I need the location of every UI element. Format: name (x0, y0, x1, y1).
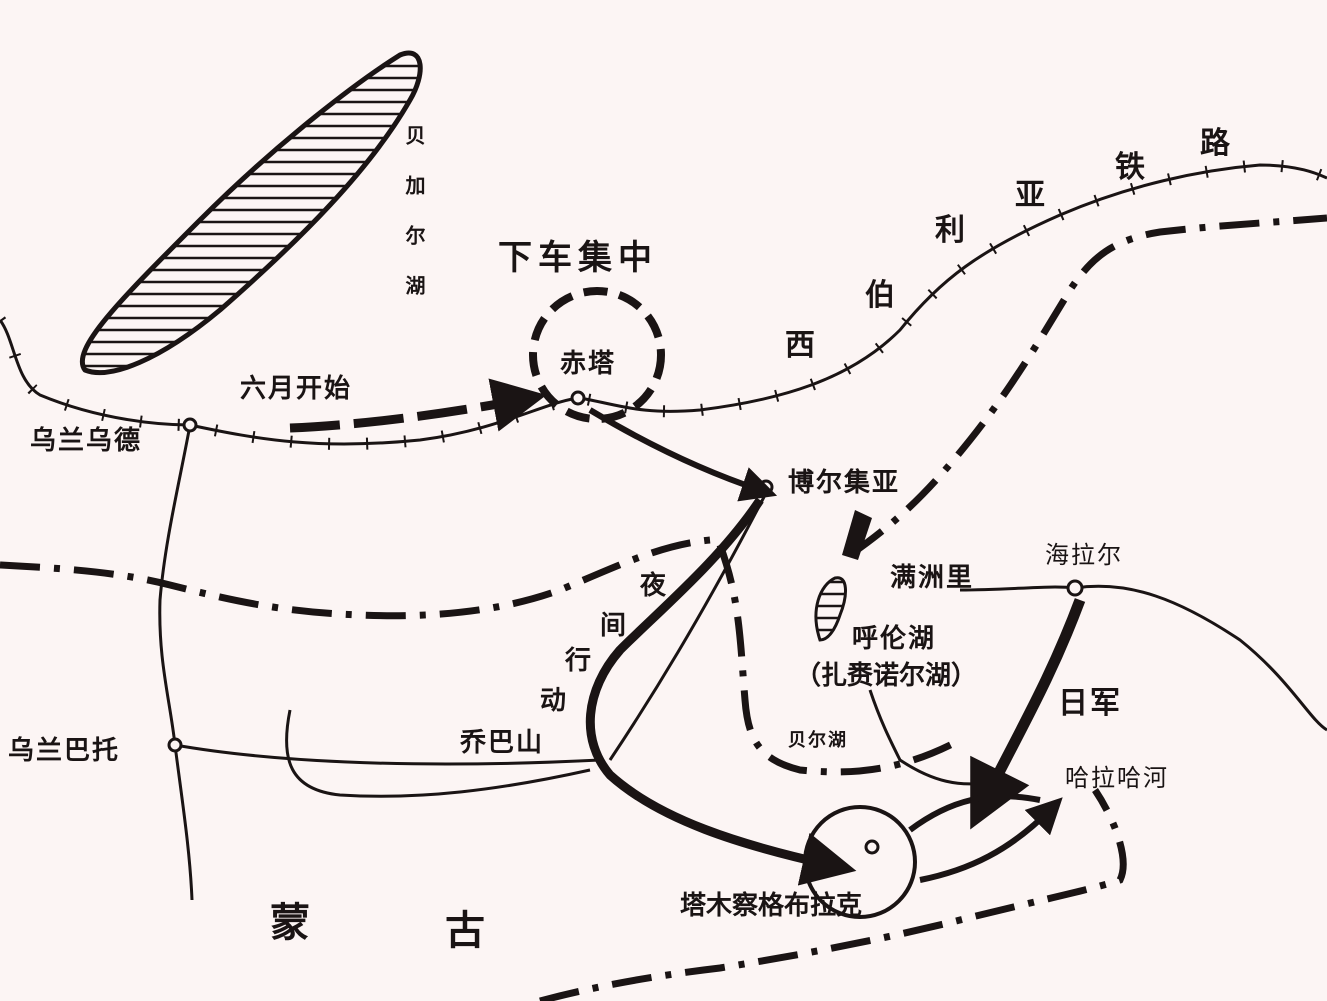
label-hailar: 海拉尔 (1045, 541, 1123, 569)
night-march-arrow (585, 497, 857, 886)
label-chita: 赤塔 (560, 349, 617, 379)
label-concentration: 下车集中 (498, 238, 658, 278)
state-border (0, 214, 1327, 1001)
tamsag-bulag-circle (803, 805, 917, 919)
label-japanese-army: 日军 (1058, 686, 1122, 721)
label-hulun-lake: 呼伦湖 (852, 624, 937, 654)
hailar-city-marker (1066, 579, 1084, 597)
label-railway-tie: 铁 (1115, 150, 1147, 185)
label-zalainuoer-lake: （扎赉诺尔湖） (795, 661, 978, 691)
label-ulaanbaatar: 乌兰巴托 (8, 736, 121, 766)
lake-baikal-shape (79, 50, 423, 375)
label-borzya: 博尔集亚 (788, 468, 901, 498)
choibalsan-road-arrow (608, 494, 767, 761)
label-night-xing: 行 (565, 646, 594, 676)
label-railway-bo: 伯 (865, 278, 897, 313)
label-railway-xi: 西 (785, 328, 817, 363)
japanese-advance-arrow (970, 598, 1086, 830)
june-movement-arrow (289, 378, 547, 433)
label-railway-ya: 亚 (1015, 178, 1047, 213)
label-mongolia-meng: 蒙 (270, 900, 310, 946)
label-railway-li: 利 (935, 213, 967, 248)
label-night-dong: 动 (540, 686, 569, 716)
chita-to-borzya-arrow (588, 407, 778, 502)
chita-assembly-circle (529, 287, 665, 423)
counterattack-arrows (908, 796, 1050, 883)
hulun-lake-shape (814, 576, 847, 642)
label-buir-lake: 贝尔湖 (788, 730, 848, 751)
label-khalkhin-gol: 哈拉哈河 (1065, 764, 1169, 792)
label-tamsag-bulag: 塔木察格布拉克 (680, 891, 863, 921)
label-manzhouli: 满洲里 (890, 563, 975, 593)
label-mongolia-gu: 古 (445, 908, 485, 954)
label-night-jian: 间 (600, 611, 629, 641)
manzhouli-block (842, 510, 872, 560)
tamsag-bulag-marker (864, 839, 880, 855)
label-choibalsan: 乔巴山 (460, 728, 545, 758)
roads (158, 424, 1327, 901)
label-ulan-ude: 乌兰乌德 (30, 426, 143, 456)
trans-siberian-railway (0, 158, 1327, 450)
label-june-start: 六月开始 (240, 374, 353, 404)
label-night-ye: 夜 (640, 571, 669, 601)
label-lake-baikal: 贝加尔湖 (402, 125, 426, 325)
ulaanbaatar-city-marker (167, 737, 183, 753)
ulan-ude-city-marker (182, 417, 198, 433)
borzya-city-marker (758, 479, 774, 495)
label-railway-lu: 路 (1200, 126, 1232, 161)
chita-city-marker (570, 390, 586, 406)
